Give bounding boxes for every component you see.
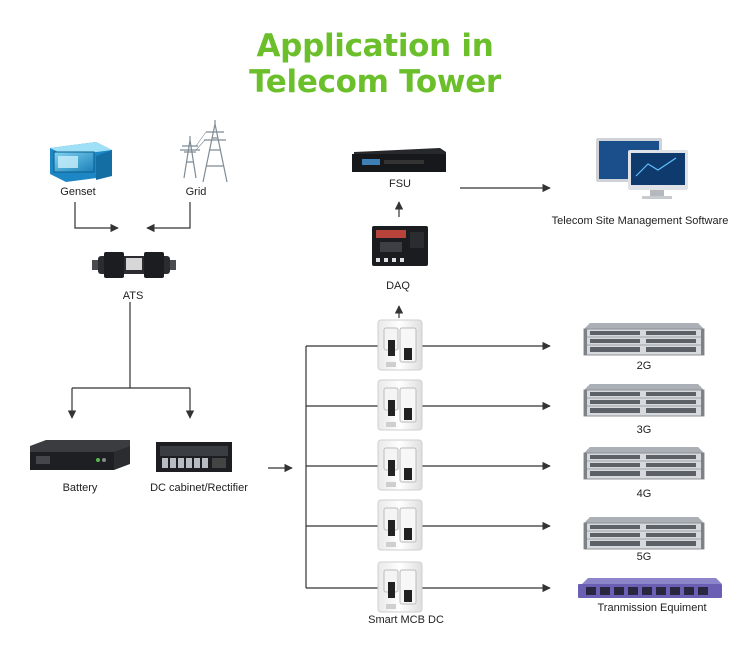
title-line-2: Telecom Tower — [249, 64, 501, 100]
fsu-icon — [352, 148, 446, 172]
connector-lines — [67, 183, 551, 593]
battery-label: Battery — [62, 482, 98, 494]
battery-icon — [30, 440, 130, 470]
rack-5g-icon — [583, 516, 705, 550]
daq-label: DAQ — [386, 280, 410, 292]
genset-label: Genset — [60, 186, 96, 198]
grid-tower-icon — [180, 120, 228, 183]
ats-label: ATS — [122, 290, 144, 302]
genset-icon — [50, 142, 112, 182]
software-monitor-icon — [596, 138, 688, 199]
diagram-title: Application in Telecom Tower — [0, 28, 750, 100]
label-3g: 3G — [636, 424, 652, 436]
transmission-switch-icon — [578, 578, 722, 598]
dc-cabinet-label: DC cabinet/Rectifier — [150, 482, 248, 494]
ats-icon — [92, 252, 176, 278]
fsu-label: FSU — [389, 178, 411, 190]
mcb-icon-2 — [377, 379, 423, 431]
daq-icon — [372, 226, 428, 266]
dc-cabinet-icon — [156, 442, 232, 472]
label-5g: 5G — [636, 551, 652, 563]
smart-mcb-label: Smart MCB DC — [368, 614, 444, 626]
grid-label: Grid — [185, 186, 207, 198]
mcb-icon-3 — [377, 439, 423, 491]
transmission-label: Tranmission Equiment — [597, 602, 707, 614]
rack-4g-icon — [583, 446, 705, 480]
title-line-1: Application in — [256, 28, 494, 64]
rack-2g-icon — [583, 322, 705, 356]
label-4g: 4G — [636, 488, 652, 500]
software-label: Telecom Site Management Software — [551, 215, 729, 227]
mcb-icon-1 — [377, 319, 423, 371]
rack-3g-icon — [583, 383, 705, 417]
mcb-icon-4 — [377, 499, 423, 551]
label-2g: 2G — [636, 360, 652, 372]
mcb-icon-5 — [377, 561, 423, 613]
